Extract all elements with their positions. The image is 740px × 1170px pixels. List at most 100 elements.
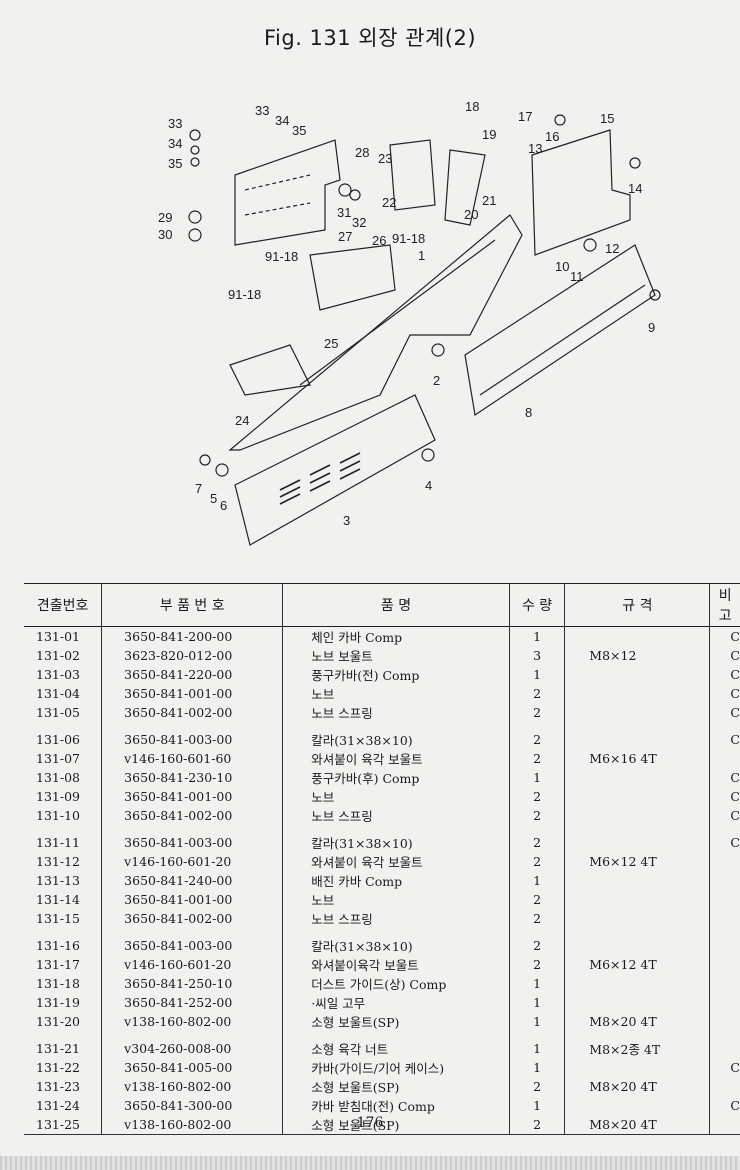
cell-qty: 2 [508, 684, 565, 703]
cell-remark [709, 1039, 740, 1058]
callout-35: 35 [168, 156, 182, 171]
cell-part-no: 3650-841-250-10 [101, 974, 283, 993]
cell-ref: 131-16 [36, 938, 80, 953]
callout-30: 30 [158, 227, 172, 242]
cell-qty: 1 [508, 626, 565, 646]
cell-remark: C [709, 684, 740, 703]
cell-name: 노브 [282, 684, 510, 703]
cell-qty: 1 [508, 768, 565, 787]
callout-8: 8 [525, 405, 532, 420]
callout-23: 23 [378, 151, 392, 166]
cell-name: 체인 카바 Comp [282, 626, 510, 646]
callout-18: 18 [465, 99, 479, 114]
callout-14: 14 [628, 181, 642, 196]
cell-remark: C [709, 703, 740, 722]
cell-qty: 2 [508, 1115, 565, 1135]
cell-ref: 131-05 [36, 705, 80, 720]
cell-part-no: 3650-841-001-00 [101, 787, 283, 806]
cell-qty: 1 [508, 871, 565, 890]
cell-ref: 131-07 [36, 751, 80, 766]
cell-spec: M8×20 4T [564, 1012, 710, 1031]
part-3-front-blower-cover [234, 394, 436, 546]
cell-remark: C [709, 665, 740, 684]
page-number: 176 [356, 1115, 384, 1131]
cell-ref: 131-12 [36, 854, 80, 869]
cell-part-no: v138-160-802-00 [101, 1115, 283, 1135]
part-8-rear-blower-cover [464, 244, 656, 417]
cell-ref: 131-23 [36, 1079, 80, 1094]
cell-qty: 3 [508, 646, 565, 665]
cell-part-no: 3650-841-005-00 [101, 1058, 283, 1077]
cell-name: 더스트 가이드(상) Comp [282, 974, 510, 993]
header-part-no: 부 품 번 호 [101, 583, 283, 627]
cell-part-no: v146-160-601-20 [101, 955, 283, 974]
cell-name: 노브 스프링 [282, 703, 510, 722]
callout-13: 13 [528, 141, 542, 156]
cell-ref: 131-09 [36, 789, 80, 804]
cell-remark: C [709, 1096, 740, 1115]
cell-ref: 131-14 [36, 892, 80, 907]
cell-part-no: 3650-841-003-00 [101, 936, 283, 955]
cell-name: ·씨일 고무 [282, 993, 510, 1012]
cell-remark [709, 749, 740, 768]
callout-11: 11 [570, 269, 584, 284]
callout-19: 19 [482, 127, 496, 142]
cell-qty: 2 [508, 936, 565, 955]
cell-ref: 131-20 [36, 1014, 80, 1029]
cell-remark: C [709, 833, 740, 852]
cell-part-no: v138-160-802-00 [101, 1077, 283, 1096]
cell-qty: 1 [508, 974, 565, 993]
header-name: 품 명 [282, 583, 510, 627]
callout-33: 33 [168, 116, 182, 131]
cell-spec [564, 974, 710, 993]
cell-spec [564, 626, 710, 646]
cell-ref: 131-24 [36, 1098, 80, 1113]
cell-remark [709, 1077, 740, 1096]
cell-ref: 131-01 [36, 629, 80, 644]
cell-name: 소형 보울트(SP) [282, 1115, 510, 1135]
cell-spec [564, 936, 710, 955]
cell-part-no: 3650-841-002-00 [101, 909, 283, 928]
cell-remark [709, 871, 740, 890]
cell-ref: 131-25 [24, 1115, 102, 1135]
cell-remark: C [709, 1058, 740, 1077]
callout-28: 28 [355, 145, 369, 160]
header-qty: 수 량 [508, 583, 565, 627]
callout-31: 31 [337, 205, 351, 220]
callout-12: 12 [605, 241, 619, 256]
cell-qty: 2 [508, 955, 565, 974]
cell-ref: 131-04 [36, 686, 80, 701]
group-spacer [24, 1031, 740, 1039]
part-26-bracket [309, 244, 396, 311]
cell-qty: 2 [508, 852, 565, 871]
callout-5: 5 [210, 491, 217, 506]
cell-spec [564, 703, 710, 722]
cell-spec: M8×20 4T [564, 1115, 710, 1135]
cell-spec: M8×2종 4T [564, 1039, 710, 1058]
cell-part-no: 3650-841-240-00 [101, 871, 283, 890]
cell-ref: 131-18 [36, 976, 80, 991]
cell-part-no: 3650-841-220-00 [101, 665, 283, 684]
cell-qty: 2 [508, 909, 565, 928]
cell-spec [564, 833, 710, 852]
header-ref: 견출번호 [24, 583, 102, 627]
cell-name: 노브 보울트 [282, 646, 510, 665]
cell-qty: 2 [508, 703, 565, 722]
cell-qty: 2 [508, 806, 565, 825]
cell-part-no: v146-160-601-60 [101, 749, 283, 768]
cell-remark: C [709, 626, 740, 646]
cell-name: 와셔붙이육각 보울트 [282, 955, 510, 974]
cell-qty: 2 [508, 1077, 565, 1096]
cell-part-no: 3650-841-002-00 [101, 806, 283, 825]
cell-qty: 1 [508, 1012, 565, 1031]
